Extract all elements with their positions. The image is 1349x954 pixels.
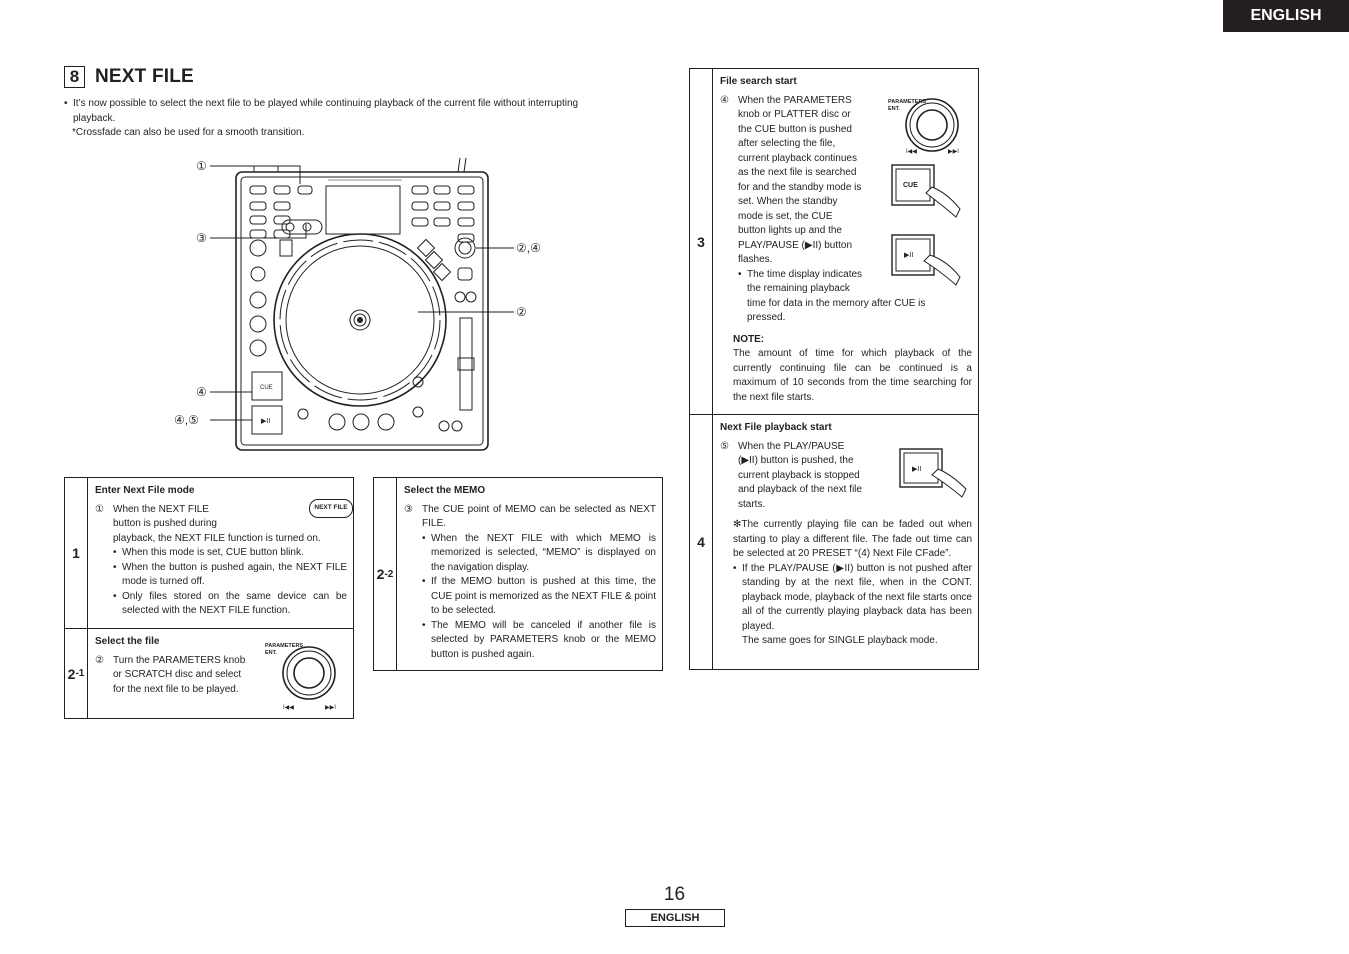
step-4-content: Next File playback start ⑤ When the PLAY… xyxy=(720,421,972,649)
footer-language: ENGLISH xyxy=(625,909,725,927)
step-4-tail: The same goes for SINGLE playback mode. xyxy=(742,635,938,646)
step-1-title: Enter Next File mode xyxy=(95,485,195,496)
step-3-row: 3 File search start ④ When the PARAMETER… xyxy=(690,69,978,414)
svg-text:▶▶I: ▶▶I xyxy=(325,705,336,711)
step-2-1-number: 2-1 xyxy=(65,629,88,718)
parameters-knob-illustration: PARAMETERS ENT. I◀◀ ▶▶I xyxy=(265,643,336,711)
callout-2: ② xyxy=(516,305,527,319)
steps-panel-3: 3 File search start ④ When the PARAMETER… xyxy=(689,68,979,670)
intro-bullet: It’s now possible to select the next fil… xyxy=(64,97,664,126)
svg-text:▶II: ▶II xyxy=(912,466,921,473)
step-4-item: ⑤ When the PLAY/PAUSE(▶II) button is pus… xyxy=(720,440,862,510)
step-3-title: File search start xyxy=(720,76,797,87)
steps-panel-1: 1 Enter Next File mode NEXT FILE ① When … xyxy=(64,477,354,719)
note-title: NOTE: xyxy=(733,333,765,345)
step-3-illustrations: PARAMETERS ENT. I◀◀ ▶▶I CUE ▶II xyxy=(888,98,961,286)
play-pause-label: ▶II xyxy=(261,418,270,425)
step-3-number: 3 xyxy=(690,69,713,414)
callout-2-4: ②,④ xyxy=(516,241,540,255)
page-number: 16 xyxy=(663,884,686,905)
svg-text:PARAMETERS: PARAMETERS xyxy=(888,99,926,105)
step-4-illustration: ▶II xyxy=(899,448,967,498)
section-number: 8 xyxy=(64,66,85,88)
section-heading: 8 NEXT FILE xyxy=(64,66,194,88)
step-4-bullet: If the PLAY/PAUSE (▶II) button is not pu… xyxy=(733,562,972,635)
step-2-2-bullet: When the NEXT FILE with which MEMO is me… xyxy=(422,532,656,576)
step-1-bullet: When the button is pushed again, the NEX… xyxy=(113,561,347,590)
svg-text:▶II: ▶II xyxy=(904,252,913,259)
step-1-row: 1 Enter Next File mode NEXT FILE ① When … xyxy=(65,478,353,628)
step-1-content: Enter Next File mode NEXT FILE ① When th… xyxy=(95,484,353,619)
svg-text:PARAMETERS: PARAMETERS xyxy=(265,643,303,649)
step-1-bullet: When this mode is set, CUE button blink. xyxy=(113,546,347,561)
step-1-item-cont: playback, the NEXT FILE function is turn… xyxy=(113,532,321,544)
step-1-bullet: Only files stored on the same device can… xyxy=(113,590,347,619)
step-2-1-title: Select the file xyxy=(95,636,160,647)
step-4-number: 4 xyxy=(690,415,713,669)
section-title: NEXT FILE xyxy=(95,66,194,87)
step-4-row: 4 Next File playback start ⑤ When the PL… xyxy=(690,414,978,669)
svg-text:I◀◀: I◀◀ xyxy=(283,705,294,711)
step-2-2-number: 2-2 xyxy=(374,478,397,670)
callout-3: ③ xyxy=(196,231,207,245)
callout-4: ④ xyxy=(196,385,207,399)
intro-note: *Crossfade can also be used for a smooth… xyxy=(72,127,305,138)
callout-4-5: ④,⑤ xyxy=(174,413,199,427)
language-tab: ENGLISH xyxy=(1223,0,1349,32)
svg-text:CUE: CUE xyxy=(903,182,918,189)
intro-text: It’s now possible to select the next fil… xyxy=(64,97,664,141)
step-2-2-title: Select the MEMO xyxy=(404,485,486,496)
next-file-button-graphic: NEXT FILE xyxy=(309,499,353,518)
svg-text:I◀◀: I◀◀ xyxy=(906,149,917,155)
cd-player-illustration: ① ③ ②,④ ② ④ ④,⑤ CUE ▶II xyxy=(174,157,540,451)
step-4-star-note: ✻The currently playing file can be faded… xyxy=(733,519,972,559)
svg-text:ENT.: ENT. xyxy=(265,650,277,656)
step-1-number: 1 xyxy=(65,478,88,628)
svg-text:ENT.: ENT. xyxy=(888,106,900,112)
svg-text:▶▶I: ▶▶I xyxy=(948,149,959,155)
step-2-2-bullet: If the MEMO button is pushed at this tim… xyxy=(422,575,656,619)
note-text: The amount of time for which playback of… xyxy=(733,348,972,403)
step-4-title: Next File playback start xyxy=(720,422,832,433)
callout-1: ① xyxy=(196,159,207,173)
cue-label: CUE xyxy=(260,385,273,391)
step-2-2-bullet: The MEMO will be canceled if another fil… xyxy=(422,619,656,663)
